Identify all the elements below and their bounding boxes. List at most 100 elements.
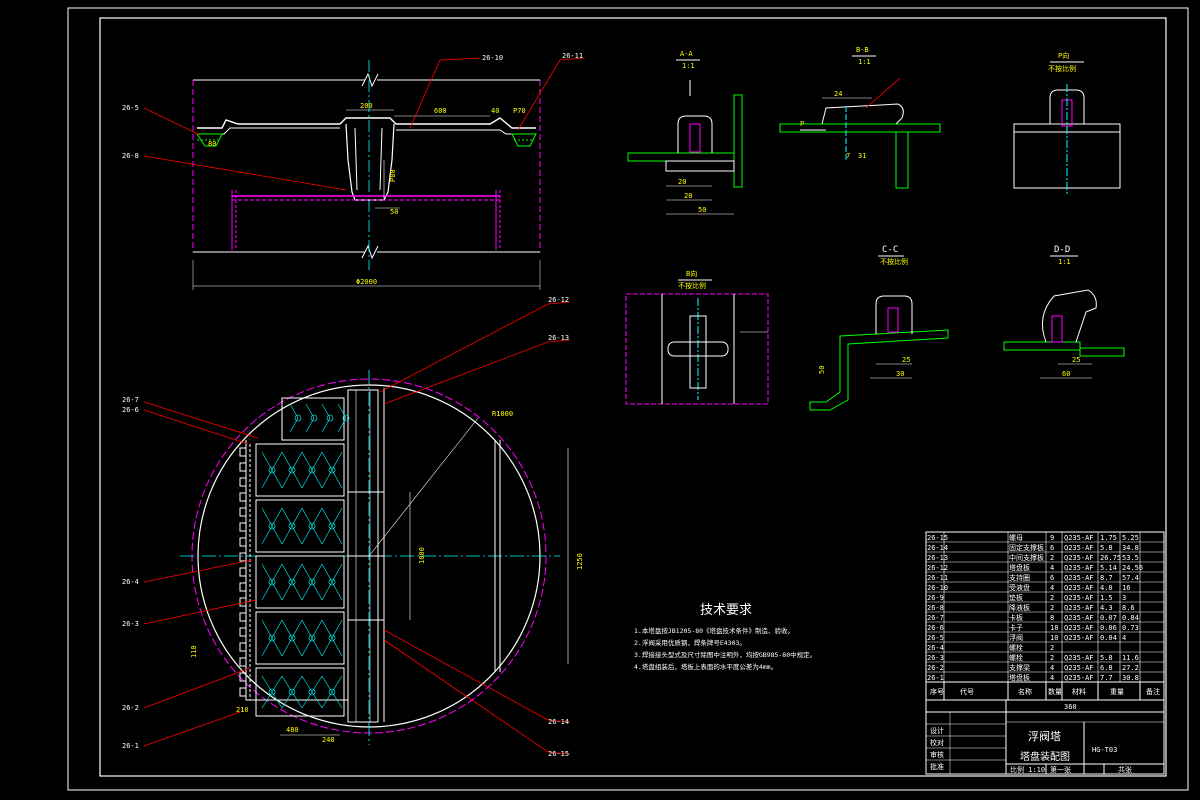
- parts-cell-w2: 24.56: [1122, 564, 1143, 572]
- parts-cell-no: 26-12: [927, 564, 948, 572]
- dim-p70: P70: [513, 107, 526, 115]
- callout-26-1: 26-1: [122, 742, 139, 750]
- callout-26-6: 26-6: [122, 406, 139, 414]
- parts-cell-w1: 26.75: [1100, 554, 1121, 562]
- hdr-qty: 数量: [1048, 687, 1062, 696]
- parts-cell-qty: 4: [1050, 564, 1054, 572]
- parts-cell-no: 26-2: [927, 664, 944, 672]
- dim-200: 200: [360, 102, 373, 110]
- tb-approve: 批准: [930, 762, 944, 771]
- p-scale: 不按比例: [1048, 64, 1076, 73]
- section-cc: C-C 不按比例 25 30 50: [809, 245, 949, 411]
- technical-requirements: 技术要求 1.本塔盘按JB1205-80《塔盘技术条件》制造、验收。 2.浮阀采…: [634, 603, 816, 671]
- parts-cell-name: 螺栓: [1009, 643, 1023, 652]
- parts-cell-name: 支持圈: [1009, 573, 1030, 582]
- dim-240: 240: [322, 736, 335, 744]
- callout-26-2: 26-2: [122, 704, 139, 712]
- parts-cell-name: 塔盘板: [1009, 673, 1030, 682]
- callout-26-7: 26-7: [122, 396, 139, 404]
- parts-cell-no: 26-7: [927, 614, 944, 622]
- parts-cell-qty: 10: [1050, 634, 1058, 642]
- tb-drawing-name: 塔盘装配图: [1020, 750, 1070, 763]
- parts-cell-name: 卡子: [1009, 623, 1023, 632]
- parts-cell-qty: 6: [1050, 574, 1054, 582]
- dim-600: 600: [434, 107, 447, 115]
- parts-cell-mat: Q235-AF: [1064, 604, 1094, 612]
- parts-cell-name: 塔盘板: [1009, 563, 1030, 572]
- dim-p80: P80: [389, 169, 397, 182]
- callout-26-15: 26-15: [548, 750, 569, 758]
- parts-cell-mat: Q235-AF: [1064, 564, 1094, 572]
- dim-1250: 1250: [576, 553, 584, 570]
- cc-d25: 25: [902, 356, 910, 364]
- parts-cell-qty: 4: [1050, 664, 1054, 672]
- dim-110: 110: [190, 645, 198, 658]
- parts-cell-w2: 11.6: [1122, 654, 1139, 662]
- parts-cell-w1: 0.06: [1100, 624, 1117, 632]
- section-dd: D-D 1:1 25 60: [1003, 245, 1125, 379]
- bb-d24: 24: [834, 90, 842, 98]
- parts-cell-no: 26-6: [927, 624, 944, 632]
- tb-review: 审核: [930, 750, 944, 759]
- parts-cell-w1: 1.75: [1100, 534, 1117, 542]
- parts-cell-name: 垫板: [1009, 593, 1023, 602]
- parts-cell-name: 降液板: [1009, 603, 1030, 612]
- parts-cell-mat: Q235-AF: [1064, 594, 1094, 602]
- hdr-seq: 序号: [930, 687, 944, 696]
- parts-cell-name: 螺母: [1009, 533, 1023, 542]
- dim-40: 40: [491, 107, 499, 115]
- parts-cell-w2: 5.25: [1122, 534, 1139, 542]
- callout-26-5: 26-5: [122, 104, 139, 112]
- parts-cell-qty: 2: [1050, 554, 1054, 562]
- dim-1000: 1000: [418, 547, 426, 564]
- requirement-3: 3.焊接接头型式及尺寸除图中注明外，均按GB985-80中规定。: [634, 650, 816, 659]
- parts-cell-w2: 0.84: [1122, 614, 1139, 622]
- cc-scale: 不按比例: [880, 257, 908, 266]
- parts-cell-qty: 9: [1050, 534, 1054, 542]
- callout-26-14: 26-14: [548, 718, 569, 726]
- parts-cell-w2: 30.8: [1122, 674, 1139, 682]
- aa-d20b: 20: [684, 192, 692, 200]
- parts-cell-name: 浮阀: [1009, 633, 1023, 642]
- parts-cell-mat: Q235-AF: [1064, 574, 1094, 582]
- parts-cell-no: 26-13: [927, 554, 948, 562]
- parts-cell-w1: 5.8: [1100, 654, 1113, 662]
- parts-cell-mat: Q235-AF: [1064, 674, 1094, 682]
- parts-cell-no: 26-4: [927, 644, 944, 652]
- aa-d50: 50: [698, 206, 706, 214]
- hdr-note: 备注: [1146, 687, 1160, 696]
- parts-cell-name: 固定支撑板: [1009, 543, 1044, 552]
- outer-frame: [67, 7, 1189, 791]
- hdr-mat: 材料: [1072, 687, 1086, 696]
- parts-cell-name: 中间支撑板: [1009, 553, 1044, 562]
- parts-cell-w2: 57.4: [1122, 574, 1139, 582]
- parts-cell-w1: 1.5: [1100, 594, 1113, 602]
- parts-cell-w2: 0.73: [1122, 624, 1139, 632]
- parts-cell-qty: 2: [1050, 644, 1054, 652]
- cc-d30: 30: [896, 370, 904, 378]
- dim-210: 210: [236, 706, 249, 714]
- dd-scale: 1:1: [1058, 258, 1071, 266]
- clip-pattern: [239, 447, 247, 697]
- parts-cell-w2: 4: [1122, 634, 1126, 642]
- title-block: 设计 校对 审核 批准 360 浮阀塔 塔盘装配图 HG-T03 比例 1:10…: [925, 699, 1165, 775]
- parts-cell-no: 26-15: [927, 534, 948, 542]
- valve-pattern: [261, 403, 350, 709]
- dd-d25: 25: [1072, 356, 1080, 364]
- tb-total-weight: 360: [1064, 703, 1077, 711]
- section-aa: A-A 1:1 20 20 50: [627, 50, 743, 215]
- parts-cell-w2: 3: [1122, 594, 1126, 602]
- parts-cell-w1: 4.0: [1100, 584, 1113, 592]
- bb-p: P: [800, 120, 804, 128]
- parts-cell-mat: Q235-AF: [1064, 634, 1094, 642]
- parts-cell-w1: 5.8: [1100, 544, 1113, 552]
- parts-cell-qty: 18: [1050, 624, 1058, 632]
- parts-cell-qty: 4: [1050, 584, 1054, 592]
- parts-cell-name: 受液盘: [1009, 583, 1030, 592]
- plan-view: 1250 1000 110 210 240 480 R1000 26-7 26-…: [122, 296, 584, 758]
- parts-cell-no: 26-9: [927, 594, 944, 602]
- parts-cell-w2: 53.5: [1122, 554, 1139, 562]
- view-b: B向 不按比例: [625, 269, 769, 405]
- parts-cell-mat: Q235-AF: [1064, 554, 1094, 562]
- callout-26-12: 26-12: [548, 296, 569, 304]
